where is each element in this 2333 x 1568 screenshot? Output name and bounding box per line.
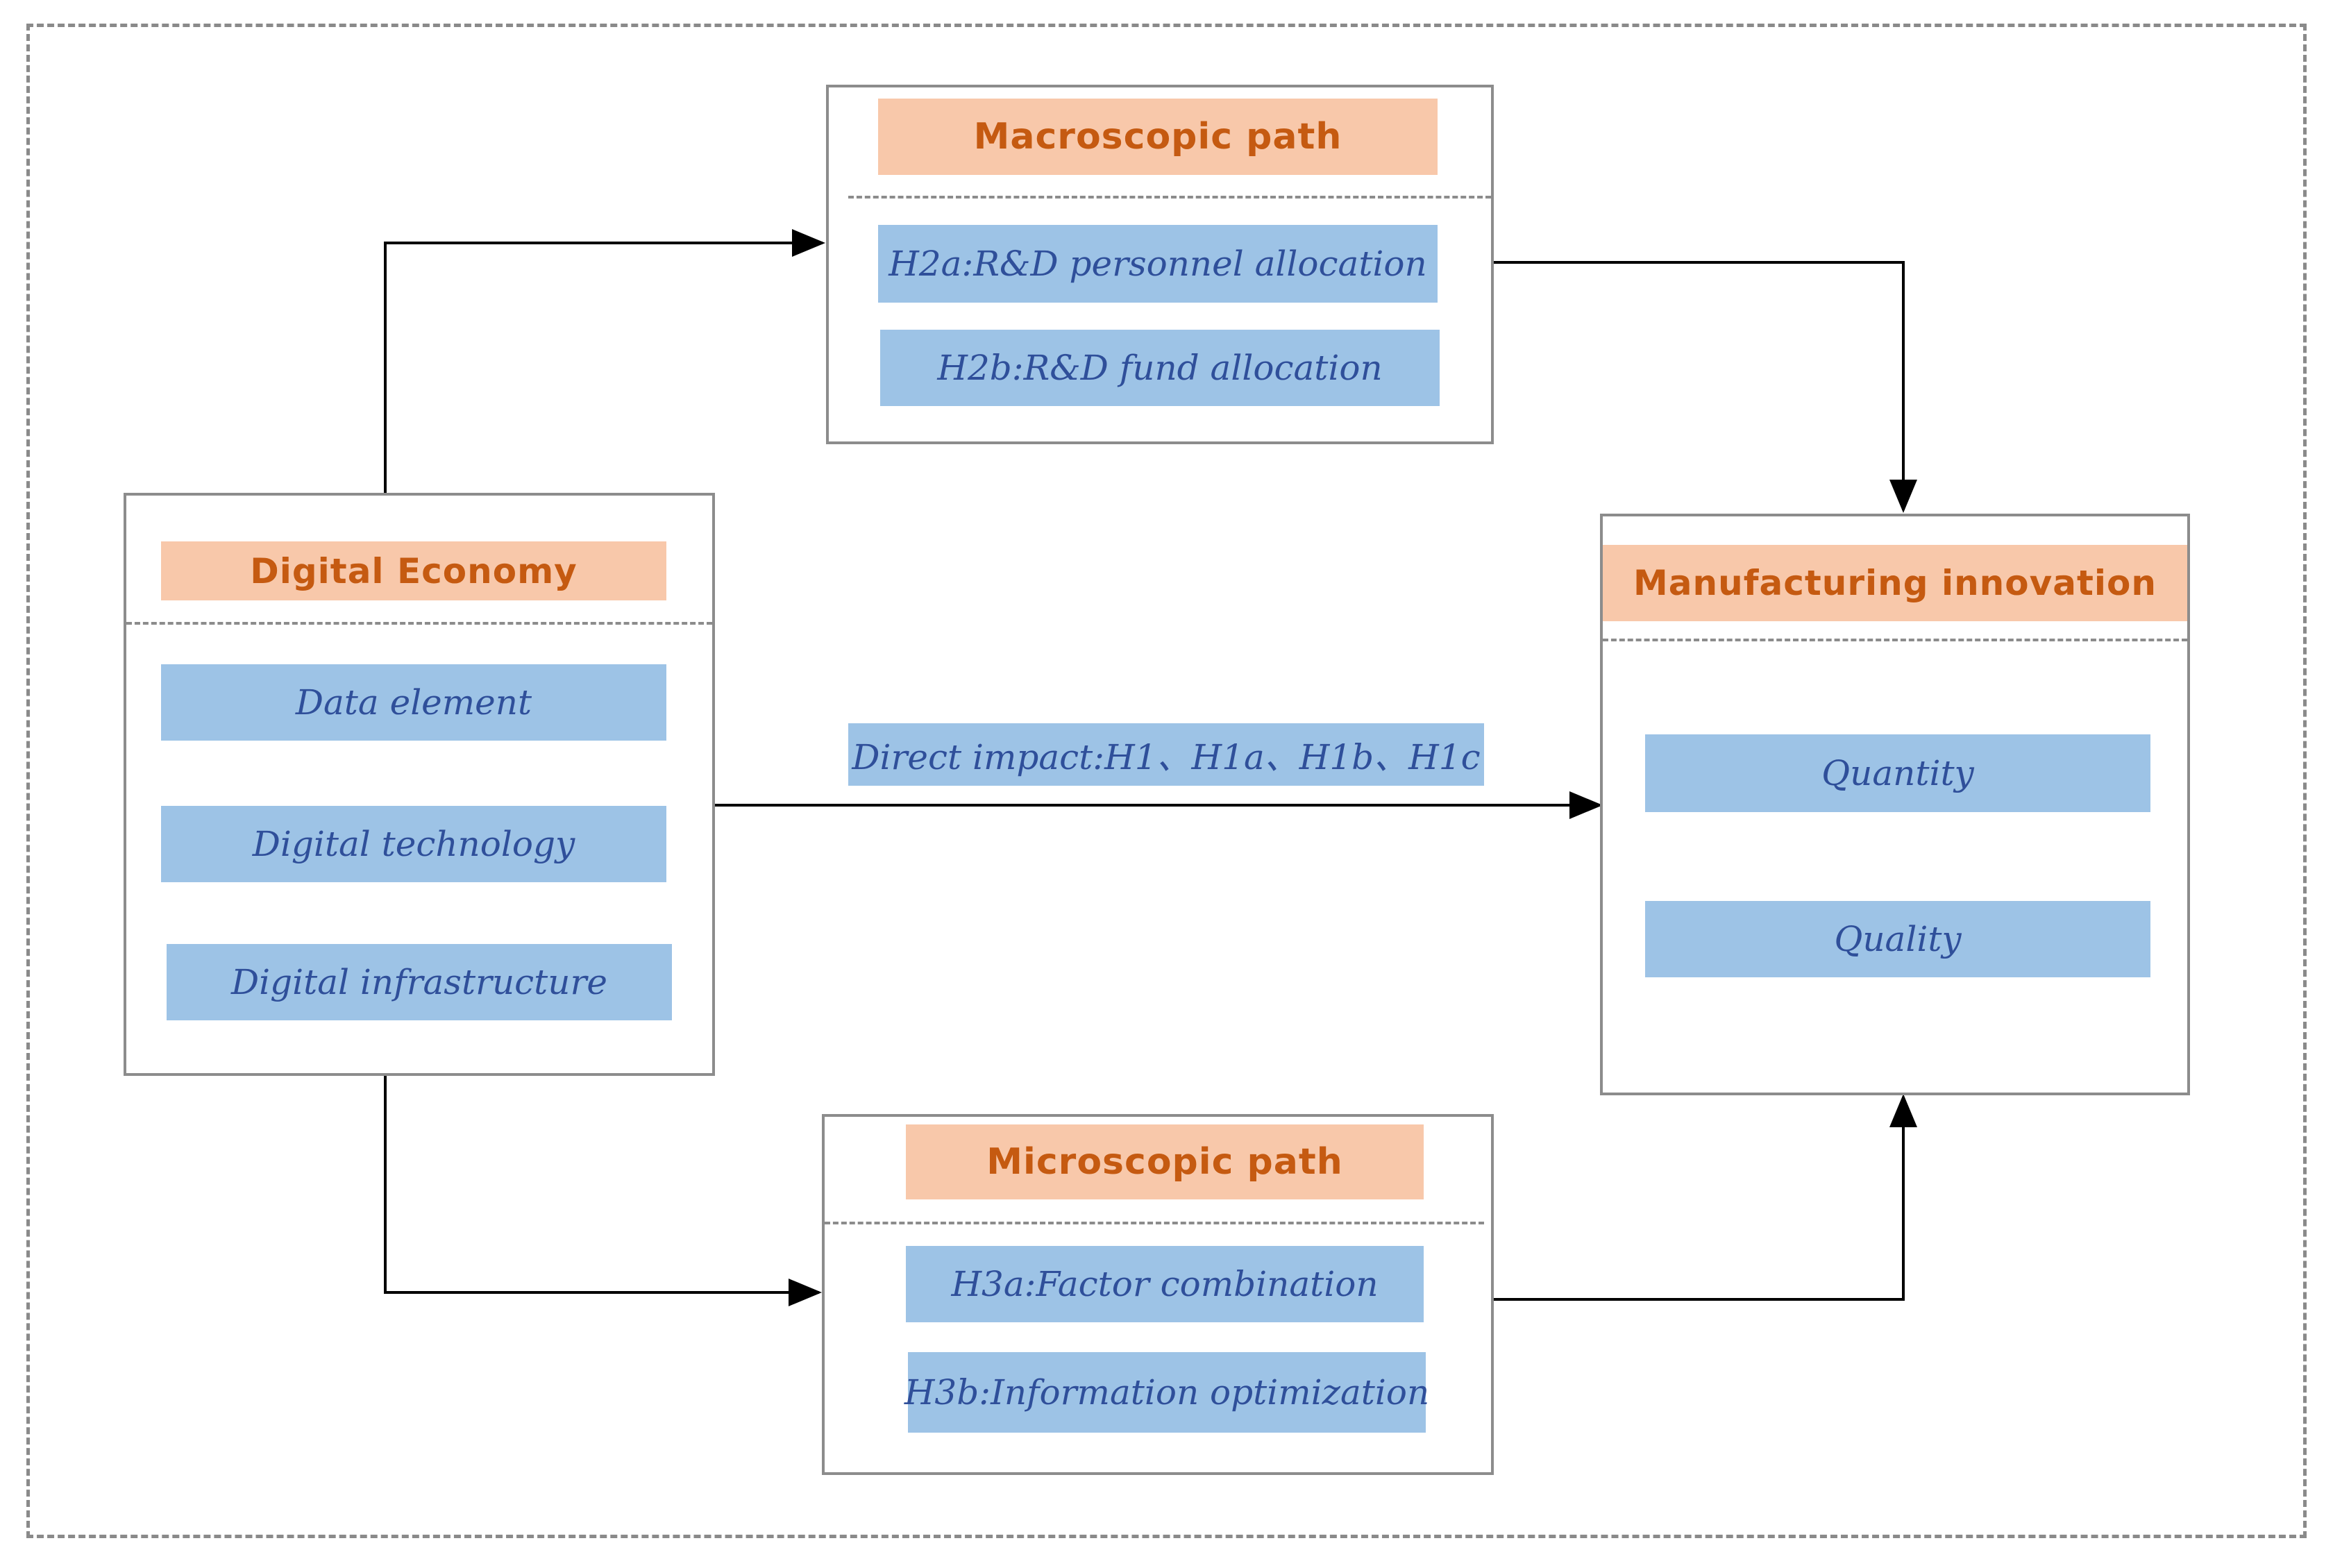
manufacturing-innovation-title: Manufacturing innovation [1603, 545, 2187, 621]
arrow-macroscopic-to-manufacturing [1494, 261, 1917, 513]
item-h2b: H2b:R&D fund allocation [880, 330, 1440, 406]
item-quality: Quality [1645, 901, 2150, 977]
diagram-frame [26, 24, 2307, 1538]
arrow-economy-to-microscopic [384, 1076, 822, 1306]
item-h3a: H3a:Factor combination [906, 1246, 1424, 1322]
microscopic-path-divider [825, 1222, 1484, 1224]
item-data-element: Data element [161, 664, 666, 741]
macroscopic-path-divider [848, 196, 1491, 199]
item-h3b: H3b:Information optimization [904, 1352, 1429, 1433]
digital-economy-divider [126, 622, 712, 625]
item-digital-technology: Digital technology [161, 806, 666, 882]
item-quantity: Quantity [1645, 734, 2150, 812]
arrow-microscopic-to-manufacturing [1494, 1094, 1917, 1301]
macroscopic-path-title: Macroscopic path [878, 99, 1438, 175]
manufacturing-innovation-divider [1603, 639, 2187, 641]
item-digital-infrastructure: Digital infrastructure [167, 944, 672, 1020]
direct-impact-label: Direct impact:H1、H1a、H1b、H1c [848, 723, 1484, 786]
digital-economy-title: Digital Economy [161, 541, 666, 600]
arrow-economy-to-macroscopic [384, 229, 825, 494]
microscopic-path-title: Microscopic path [906, 1124, 1424, 1199]
item-h2a: H2a:R&D personnel allocation [878, 225, 1438, 303]
